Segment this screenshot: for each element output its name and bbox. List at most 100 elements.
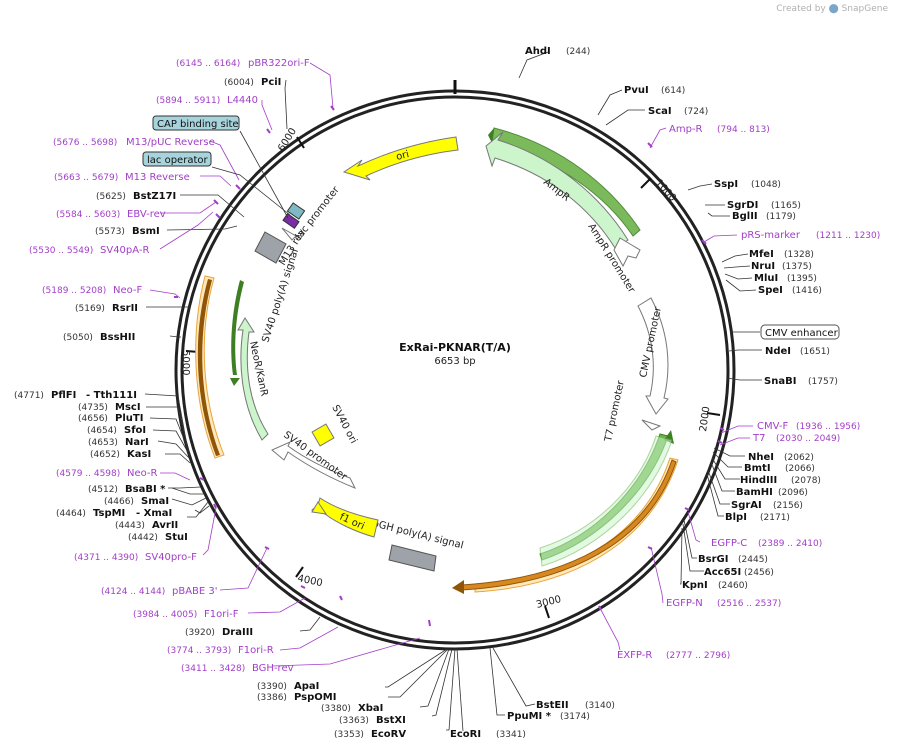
lac-operator-box[interactable] [142, 151, 212, 167]
primer-exfp-r[interactable]: EXFP-R [617, 650, 652, 661]
enzyme-site-pcii[interactable]: PciI [261, 77, 281, 88]
primer-neo-r[interactable]: Neo-R [127, 468, 158, 479]
enzyme-site-ecorv[interactable]: EcoRV [371, 729, 406, 740]
primer-egfp-c[interactable]: EGFP-C [711, 538, 747, 549]
primer-m13-puc-reverse[interactable]: M13/pUC Reverse [126, 137, 215, 148]
enzyme-pos-ahdi: (244) [566, 47, 590, 57]
enzyme-pos-mlui: (1395) [787, 274, 817, 284]
lac-promoter-feature[interactable] [281, 227, 297, 241]
t7-promoter-feature[interactable] [641, 419, 662, 431]
enzyme-site-stui[interactable]: StuI [165, 532, 188, 543]
primer-cmv-f[interactable]: CMV-F [757, 421, 788, 432]
sv40-promoter-feature[interactable] [271, 440, 357, 489]
enzyme-site-sfoi[interactable]: SfoI [124, 425, 146, 436]
enzyme-site-bstz17i[interactable]: BstZ17I [133, 191, 176, 202]
primer-ebv-rev[interactable]: EBV-rev [127, 209, 166, 220]
enzyme-site-nari[interactable]: NarI [125, 437, 149, 448]
cmv-promoter-feature[interactable] [637, 297, 669, 415]
enzyme-site-nrui[interactable]: NruI [751, 261, 775, 272]
enzyme-pos-pvui: (614) [661, 86, 685, 96]
enzyme-site-bsteii[interactable]: BstEII [536, 700, 569, 711]
enzyme-site-sgrai[interactable]: SgrAI [731, 500, 762, 511]
primer-f1ori-r[interactable]: F1ori-R [238, 645, 274, 656]
primer-t7[interactable]: T7 [752, 433, 765, 444]
enzyme-site-apai[interactable]: ApaI [294, 681, 319, 692]
primer-pos-neo-r: (4579 .. 4598) [56, 469, 120, 479]
enzyme-site-msci[interactable]: MscI [115, 402, 141, 413]
enzyme-site-pluti[interactable]: PluTI [115, 413, 143, 424]
enzyme-site-avrii[interactable]: AvrII [152, 520, 178, 531]
enzyme-pos-blpi: (2171) [760, 513, 790, 523]
primer-m13-reverse[interactable]: M13 Reverse [125, 172, 190, 183]
enzyme-site-ecori[interactable]: EcoRI [450, 729, 481, 740]
enzyme-site-snabi[interactable]: SnaBI [764, 376, 796, 387]
enzyme-site-xmai[interactable]: - XmaI [136, 508, 172, 519]
bgh-polya-feature[interactable] [388, 544, 437, 572]
enzyme-site-ppumi[interactable]: PpuMI * [507, 711, 552, 722]
primer-pos-cmv-f: (1936 .. 1956) [796, 422, 860, 432]
primer-sv40pa-r[interactable]: SV40pA-R [100, 245, 149, 256]
primer-amp-r[interactable]: Amp-R [669, 124, 703, 135]
ampr-promoter-feature[interactable] [613, 237, 641, 268]
cap-binding-site-box[interactable] [152, 115, 240, 131]
primer-egfp-n[interactable]: EGFP-N [666, 598, 703, 609]
enzyme-site-acc65i[interactable]: Acc65I [704, 567, 741, 578]
enzyme-site-tth111i[interactable]: - Tth111I [86, 390, 137, 401]
enzyme-pos-rsrii: (5169) [75, 304, 105, 314]
enzyme-site-pvui[interactable]: PvuI [624, 85, 649, 96]
backbone-inner-strand [180, 95, 730, 645]
primer-pbabe-3[interactable]: pBABE 3' [172, 586, 218, 597]
enzyme-site-scai[interactable]: ScaI [648, 106, 672, 117]
enzyme-site-hindiii[interactable]: HindIII [740, 475, 777, 486]
enzyme-site-blpi[interactable]: BlpI [725, 512, 747, 523]
primer-neo-f[interactable]: Neo-F [113, 285, 143, 296]
t7-promoter-label: T7 promoter [603, 379, 627, 444]
enzyme-site-pflfi[interactable]: PflFI [51, 390, 76, 401]
enzyme-site-kasi[interactable]: KasI [127, 449, 151, 460]
ori-feature[interactable] [342, 136, 459, 181]
primer-pbr322ori-f[interactable]: pBR322ori-F [248, 58, 310, 69]
enzyme-site-mfei[interactable]: MfeI [749, 249, 774, 260]
primer-sv40pro-f[interactable]: SV40pro-F [145, 552, 197, 563]
enzyme-site-bsmi[interactable]: BsmI [132, 226, 160, 237]
enzyme-site-bsrgi[interactable]: BsrGI [698, 554, 728, 565]
primer-bgh-rev[interactable]: BGH-rev [252, 663, 294, 674]
enzyme-site-nhei[interactable]: NheI [748, 452, 774, 463]
primer-pos-egfp-n: (2516 .. 2537) [717, 599, 781, 609]
primer-pos-exfp-r: (2777 .. 2796) [666, 651, 730, 661]
primer-prs-marker[interactable]: pRS-marker [741, 230, 801, 241]
enzyme-site-rsrii[interactable]: RsrII [112, 303, 138, 314]
enzyme-site-bsabi[interactable]: BsaBI * [125, 484, 166, 495]
enzyme-site-xbai[interactable]: XbaI [358, 703, 383, 714]
cmv-enhancer-box[interactable] [760, 324, 840, 340]
orange-left-cds[interactable] [197, 279, 220, 456]
primer-l4440[interactable]: L4440 [227, 95, 258, 106]
enzyme-site-kpni[interactable]: KpnI [682, 580, 708, 591]
enzyme-pos-smai: (4466) [104, 497, 134, 507]
enzyme-site-mlui[interactable]: MluI [754, 273, 778, 284]
lac-operator-feature[interactable] [286, 202, 306, 220]
enzyme-site-bmti[interactable]: BmtI [744, 463, 771, 474]
sv40-ori-feature[interactable] [311, 423, 335, 447]
sv40-polya-feature[interactable] [254, 231, 287, 264]
enzyme-site-pspomi[interactable]: PspOMI [294, 692, 336, 703]
primer-f1ori-f[interactable]: F1ori-F [204, 609, 239, 620]
enzyme-site-sspi[interactable]: SspI [714, 179, 738, 190]
enzyme-site-ndei[interactable]: NdeI [765, 346, 791, 357]
neor-inner-cds[interactable] [231, 280, 244, 375]
enzyme-site-ahdi[interactable]: AhdI [525, 46, 551, 57]
m13-rev-feature[interactable] [282, 213, 300, 229]
neor-feature[interactable] [237, 317, 269, 441]
enzyme-site-bglii[interactable]: BglII [732, 211, 758, 222]
enzyme-site-sgrdi[interactable]: SgrDI [727, 200, 758, 211]
enzyme-site-bsshii[interactable]: BssHII [100, 332, 135, 343]
enzyme-site-tspmi[interactable]: TspMI [93, 508, 125, 519]
f1-ori-feature[interactable] [310, 497, 379, 538]
snapgene-logo-icon: ⬤ [828, 4, 839, 14]
enzyme-site-smai[interactable]: SmaI [141, 496, 169, 507]
enzyme-site-spei[interactable]: SpeI [758, 285, 783, 296]
enzyme-site-bamhi[interactable]: BamHI [736, 487, 773, 498]
enzyme-site-bstxi[interactable]: BstXI [376, 715, 406, 726]
enzyme-site-draiii[interactable]: DraIII [222, 627, 253, 638]
